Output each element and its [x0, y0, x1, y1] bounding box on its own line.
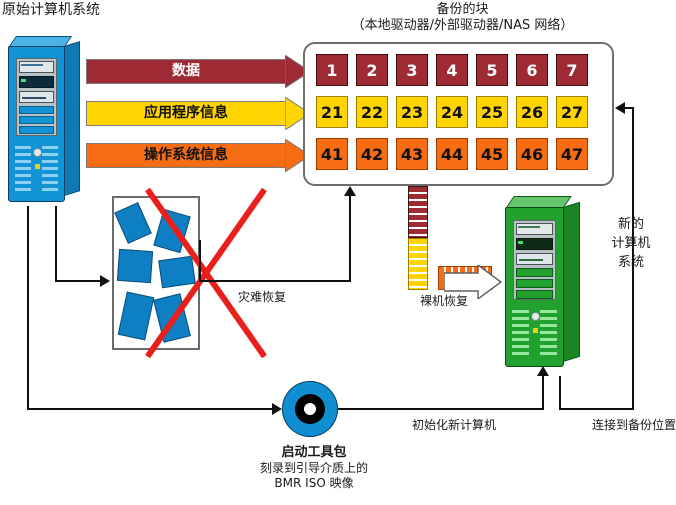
flow-data-body	[86, 59, 286, 84]
page-title-original-system: 原始计算机系统	[2, 2, 100, 18]
line-connect-v1	[559, 376, 561, 410]
page-title-new-system: 新的 计算机 系统	[600, 216, 662, 273]
backup-block: 23	[396, 96, 428, 128]
cd-disc-icon	[282, 381, 338, 437]
flow-apps-body	[86, 101, 286, 126]
flow-apps-arrowhead	[285, 97, 310, 130]
new-system-line3: 系统	[617, 254, 644, 270]
line-initialize-v	[542, 376, 544, 410]
backup-block: 25	[476, 96, 508, 128]
line-boot-kit-h	[27, 408, 279, 410]
flow-arrow-os-info: 操作系统信息	[86, 139, 310, 172]
backup-block: 3	[396, 54, 428, 86]
backup-block: 27	[556, 96, 588, 128]
boot-kit-line1: 刻录到引导介质上的	[259, 461, 368, 476]
arrowhead-initialize	[537, 366, 549, 376]
arrowhead-connect-backup	[615, 102, 625, 114]
line-connect-h	[559, 408, 634, 410]
server-fragment	[114, 202, 152, 244]
recovery-stream-apps-block	[408, 238, 428, 290]
flow-data-arrowhead	[285, 55, 310, 88]
flow-os-label: 操作系统信息	[144, 147, 228, 163]
backup-block: 4	[436, 54, 468, 86]
backup-title-line2: （本地驱动器/外部驱动器/NAS 网络）	[351, 18, 574, 34]
line-connect-v2	[632, 107, 634, 410]
flow-os-arrowhead	[285, 139, 310, 172]
backup-block: 1	[316, 54, 348, 86]
bare-metal-recovery-arrow	[444, 265, 502, 299]
flow-data-label: 数据	[172, 63, 200, 79]
backup-row-apps: 21 22 23 24 25 26 27	[316, 96, 588, 128]
recovery-stream-data-block	[408, 186, 428, 238]
backup-title-line1: 备份的块	[436, 2, 489, 17]
backup-row-data: 1 2 3 4 5 6 7	[316, 54, 588, 86]
backup-block: 46	[516, 138, 548, 170]
backup-block: 6	[516, 54, 548, 86]
backup-blocks-container: 1 2 3 4 5 6 7 21 22 23 24 25 26 27 41 42…	[303, 42, 614, 186]
line-to-failed-server-v	[55, 206, 57, 282]
backup-block: 7	[556, 54, 588, 86]
line-disaster-recovery-h	[199, 280, 351, 282]
arrowhead-disaster-recovery	[344, 186, 356, 196]
cd-center-hole	[304, 403, 316, 415]
backup-row-os: 41 42 43 44 45 46 47	[316, 138, 588, 170]
backup-block: 47	[556, 138, 588, 170]
flow-arrow-data: 数据	[86, 55, 310, 88]
boot-kit-line2: BMR ISO 映像	[274, 476, 354, 491]
crossed-out-broken-server-icon	[112, 196, 200, 350]
new-system-line2: 计算机	[611, 235, 651, 251]
backup-block: 22	[356, 96, 388, 128]
flow-os-body	[86, 143, 286, 168]
backup-block: 21	[316, 96, 348, 128]
backup-block: 44	[436, 138, 468, 170]
flow-arrow-application-info: 应用程序信息	[86, 97, 310, 130]
line-disaster-recovery-v2	[349, 196, 351, 282]
backup-block: 41	[316, 138, 348, 170]
line-connect-into-box	[625, 107, 634, 109]
line-boot-kit-v	[27, 206, 29, 408]
flow-apps-label: 应用程序信息	[144, 105, 228, 121]
line-disaster-recovery-v1	[199, 240, 201, 282]
boot-kit-title: 启动工具包	[281, 445, 347, 460]
backup-block: 45	[476, 138, 508, 170]
line-to-failed-server-h	[55, 280, 102, 282]
arrowhead-boot-kit	[272, 403, 282, 415]
server-fragment	[158, 255, 196, 289]
backup-block: 5	[476, 54, 508, 86]
backup-block: 24	[436, 96, 468, 128]
server-fragment	[117, 291, 155, 341]
new-system-line1: 新的	[617, 217, 644, 232]
label-initialize-new-computer: 初始化新计算机	[412, 418, 497, 432]
page-title-backup-blocks: 备份的块 （本地驱动器/外部驱动器/NAS 网络）	[335, 2, 590, 35]
backup-block: 26	[516, 96, 548, 128]
label-connect-to-backup-location: 连接到备份位置	[592, 418, 676, 432]
line-initialize-h	[338, 408, 544, 410]
arrowhead-to-failed-server	[100, 275, 110, 287]
blue-server-tower-icon	[8, 36, 86, 210]
server-fragment	[116, 248, 154, 284]
backup-block: 43	[396, 138, 428, 170]
label-bare-metal-recovery: 裸机恢复	[420, 294, 469, 308]
green-server-tower-icon	[505, 196, 591, 376]
label-boot-kit: 启动工具包 刻录到引导介质上的 BMR ISO 映像	[240, 445, 388, 491]
backup-block: 2	[356, 54, 388, 86]
backup-block: 42	[356, 138, 388, 170]
label-disaster-recovery: 灾难恢复	[238, 290, 287, 304]
